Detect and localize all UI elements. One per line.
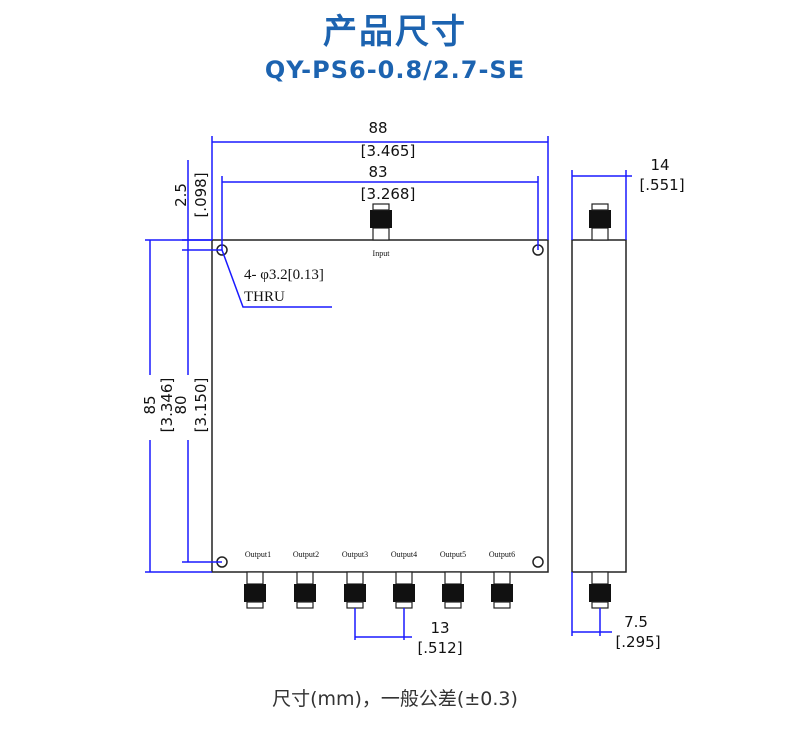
side-bottom-connector xyxy=(588,571,612,609)
svg-text:[3.465]: [3.465] xyxy=(361,142,416,160)
svg-text:4- φ3.2[0.13]: 4- φ3.2[0.13] xyxy=(244,267,324,283)
output-label: Output3 xyxy=(342,550,368,559)
output-label: Output1 xyxy=(245,550,271,559)
svg-text:83: 83 xyxy=(368,163,387,181)
dim-connector-offset: 7.5 [.295] xyxy=(571,572,661,651)
dim-hole-spacing-width: 83 [3.268] xyxy=(221,163,539,250)
svg-text:85: 85 xyxy=(141,395,159,414)
dim-overall-width: 88 [3.465] xyxy=(211,119,549,240)
output-label: Output4 xyxy=(391,550,417,559)
svg-text:[3.268]: [3.268] xyxy=(361,185,416,203)
svg-text:88: 88 xyxy=(368,119,387,137)
output-label: Output2 xyxy=(293,550,319,559)
output-label: Output5 xyxy=(440,550,466,559)
svg-text:14: 14 xyxy=(650,156,669,174)
svg-text:13: 13 xyxy=(430,619,449,637)
svg-text:2.5: 2.5 xyxy=(172,183,190,207)
model-number: QY-PS6-0.8/2.7-SE xyxy=(264,56,526,84)
dim-hole-offset: 2.5 [.098] xyxy=(172,160,222,251)
svg-text:[.098]: [.098] xyxy=(192,172,210,217)
svg-text:[.551]: [.551] xyxy=(639,176,684,194)
page-title: 产品尺寸 xyxy=(323,12,467,52)
dim-depth: 14 [.551] xyxy=(571,156,685,240)
dim-hole-spacing-height: 80 [3.150] xyxy=(172,250,222,563)
tolerance-note: 尺寸(mm)，一般公差(±0.3) xyxy=(272,688,518,710)
dim-port-pitch: 13 [.512] xyxy=(354,608,463,657)
svg-text:80: 80 xyxy=(172,395,190,414)
side-top-connector xyxy=(588,203,612,241)
svg-text:[3.346]: [3.346] xyxy=(158,378,176,433)
svg-text:[.295]: [.295] xyxy=(615,633,660,651)
hole-callout: 4- φ3.2[0.13] THRU xyxy=(221,249,332,308)
input-connector xyxy=(369,203,393,241)
side-view-body xyxy=(571,239,627,573)
svg-text:THRU: THRU xyxy=(244,289,285,305)
svg-text:[3.150]: [3.150] xyxy=(192,378,210,433)
output-ports: Output1 Output2 Output3 Output4 Output5 … xyxy=(243,550,515,609)
input-label: Input xyxy=(373,249,391,258)
svg-text:7.5: 7.5 xyxy=(624,613,648,631)
output-label: Output6 xyxy=(489,550,515,559)
svg-text:[.512]: [.512] xyxy=(417,639,462,657)
dim-overall-height: 85 [3.346] xyxy=(141,239,212,573)
